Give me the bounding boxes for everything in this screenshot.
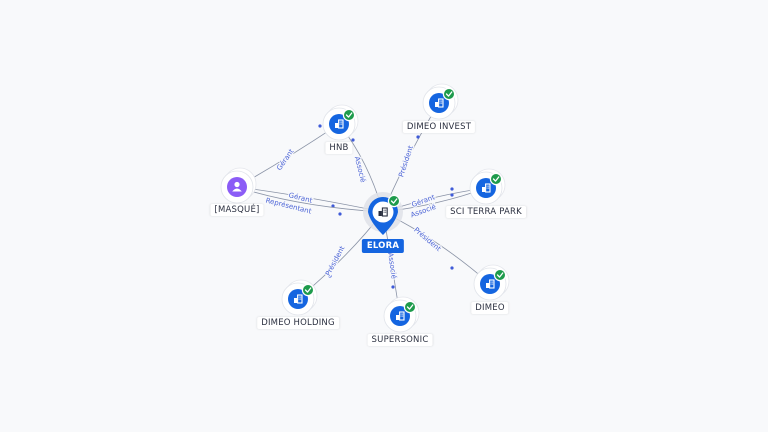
node-dimeo[interactable] (473, 264, 510, 301)
node-label-supersonic[interactable]: SUPERSONIC (367, 334, 433, 346)
edge-arrow (331, 204, 335, 208)
node-label-dimeo-holding[interactable]: DIMEO HOLDING (257, 317, 339, 329)
verified-check-icon (442, 87, 456, 101)
edge-arrow (450, 266, 454, 270)
edge-label: Président (397, 144, 415, 178)
edge-arrow (391, 285, 395, 289)
edge-arrow (450, 187, 454, 191)
company-icon (486, 279, 495, 289)
node-label-center[interactable]: ELORA (361, 239, 405, 253)
node-dimeo-holding[interactable] (281, 279, 318, 316)
edge-arrow (318, 124, 322, 128)
company-icon (435, 98, 444, 108)
company-icon (378, 207, 388, 217)
verified-check-icon (301, 283, 315, 297)
node-sci-terra-park[interactable] (469, 168, 506, 205)
nodes-layer (220, 83, 510, 333)
company-icon (294, 294, 303, 304)
node-label-hnb[interactable]: HNB (325, 142, 353, 154)
verified-check-icon (342, 108, 356, 122)
edge-arrow (416, 135, 420, 139)
node-label-dimeo[interactable]: DIMEO (471, 302, 509, 314)
node-masque[interactable] (220, 167, 257, 204)
edge-arrow (328, 274, 332, 278)
edge-arrow (338, 212, 342, 216)
edge-label: Président (324, 245, 347, 278)
edge-label: Associé (353, 156, 367, 184)
person-icon (232, 181, 242, 192)
edge-arrow (351, 138, 355, 142)
verified-check-icon (489, 172, 503, 186)
node-hnb[interactable] (322, 104, 359, 141)
node-label-dimeo-invest[interactable]: DIMEO INVEST (402, 121, 476, 133)
edge-label: Gérant (275, 147, 296, 172)
edge-label: Président (412, 226, 442, 253)
node-center[interactable] (363, 192, 403, 235)
verified-check-icon (387, 194, 401, 208)
company-icon (335, 119, 344, 129)
node-supersonic[interactable] (383, 296, 420, 333)
company-icon (396, 311, 405, 321)
edge-label: Associé (386, 252, 398, 279)
node-label-sci-terra-park[interactable]: SCI TERRA PARK (446, 206, 526, 218)
edge-arrow (450, 193, 454, 197)
company-icon (482, 183, 491, 193)
verified-check-icon (403, 300, 417, 314)
verified-check-icon (493, 268, 507, 282)
node-dimeo-invest[interactable] (422, 83, 459, 120)
node-label-masque[interactable]: [MASQUÉ] (210, 204, 264, 216)
